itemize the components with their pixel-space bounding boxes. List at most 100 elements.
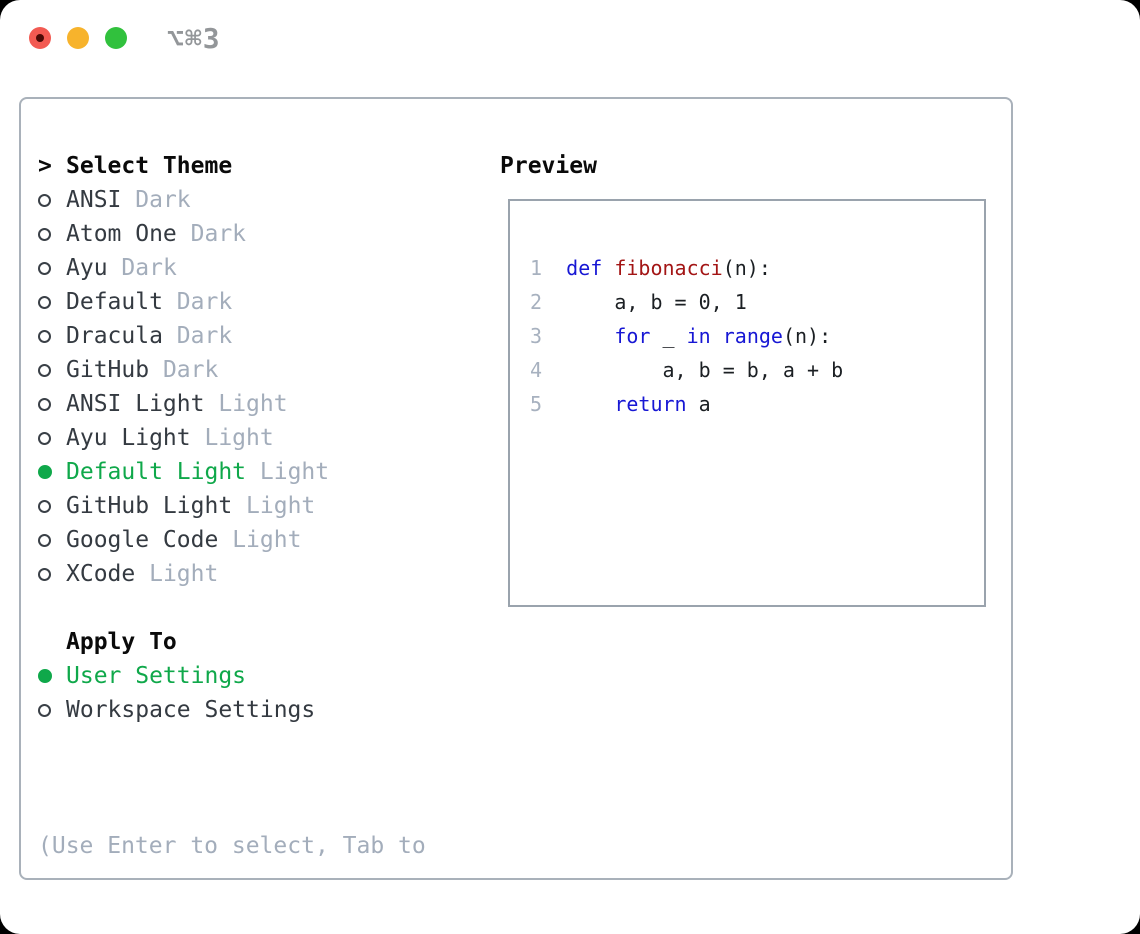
theme-option[interactable]: GitHub Dark <box>38 353 493 387</box>
code-line: 2 a, b = 0, 1 <box>518 285 984 319</box>
keyword-token: in <box>686 324 711 348</box>
theme-option-label: Default Light Light <box>66 459 329 485</box>
minimize-button[interactable] <box>67 27 89 49</box>
radio-unselected-icon <box>38 397 51 411</box>
function-token: fibonacci <box>614 256 723 280</box>
theme-variant: Light <box>246 493 316 519</box>
radio-selected-icon <box>38 465 52 479</box>
theme-name: Default <box>66 289 163 315</box>
keyword-token: range <box>722 324 783 348</box>
line-number: 1 <box>518 256 567 280</box>
radio-marker <box>38 193 66 207</box>
code-line: 1 def fibonacci(n): <box>518 251 984 285</box>
theme-variant: Light <box>204 425 274 451</box>
theme-name: Dracula <box>66 323 163 349</box>
radio-unselected-icon <box>38 567 51 581</box>
apply-to-option[interactable]: User Settings <box>38 659 493 693</box>
radio-marker <box>38 431 66 445</box>
blank-line <box>518 421 984 455</box>
code-preview: 1 def fibonacci(n): 2 a, b = 0, 1 3 for … <box>510 201 984 455</box>
theme-option-label: XCode Light <box>66 561 218 587</box>
radio-marker <box>38 227 66 241</box>
theme-variant: Light <box>218 391 288 417</box>
keyword-token: for <box>614 324 651 348</box>
theme-variant: Dark <box>162 357 219 383</box>
theme-option[interactable]: Ayu Light Light <box>38 421 493 455</box>
select-theme-title: Select Theme <box>66 153 233 179</box>
theme-option[interactable]: GitHub Light Light <box>38 489 493 523</box>
apply-to-header: Apply To <box>38 625 493 659</box>
theme-option[interactable]: ANSI Light Light <box>38 387 493 421</box>
theme-name: Atom One <box>66 221 177 247</box>
code-token: (n): <box>722 256 771 280</box>
theme-option-label: GitHub Light Light <box>66 493 315 519</box>
radio-marker <box>38 329 66 343</box>
radio-marker <box>38 669 66 683</box>
code-token <box>602 256 614 280</box>
prompt-caret-icon: > <box>38 153 52 179</box>
titlebar: ⌥⌘3 <box>0 0 1140 76</box>
theme-name: Ayu Light <box>66 425 191 451</box>
code-line: 5 return a <box>518 387 984 421</box>
theme-option-label: ANSI Dark <box>66 187 191 213</box>
radio-marker <box>38 533 66 547</box>
theme-variant: Dark <box>176 289 233 315</box>
radio-marker <box>38 499 66 513</box>
theme-option[interactable]: Default Light Light <box>38 455 493 489</box>
radio-marker <box>38 703 66 717</box>
radio-unselected-icon <box>38 227 51 241</box>
maximize-button[interactable] <box>105 27 127 49</box>
apply-to-title: Apply To <box>66 629 177 655</box>
theme-option[interactable]: Default Dark <box>38 285 493 319</box>
radio-unselected-icon <box>38 703 51 717</box>
keyword-token: def <box>566 256 603 280</box>
theme-option-label: Dracula Dark <box>66 323 232 349</box>
theme-variant: Dark <box>190 221 247 247</box>
theme-option[interactable]: XCode Light <box>38 557 493 591</box>
apply-to-option-label: User Settings <box>66 663 247 689</box>
radio-marker <box>38 567 66 581</box>
code-token <box>566 324 614 348</box>
theme-option[interactable]: Google Code Light <box>38 523 493 557</box>
theme-variant: Dark <box>121 255 177 281</box>
line-number: 2 <box>518 290 567 314</box>
theme-name: GitHub Light <box>66 493 233 519</box>
theme-name: Ayu <box>66 255 108 281</box>
theme-option-label: Ayu Dark <box>66 255 177 281</box>
code-token: a, b = 0, 1 <box>566 290 747 314</box>
line-number: 5 <box>518 392 567 416</box>
theme-option[interactable]: Atom One Dark <box>38 217 493 251</box>
theme-option[interactable]: Ayu Dark <box>38 251 493 285</box>
code-line: 3 for _ in range(n): <box>518 319 984 353</box>
theme-option[interactable]: Dracula Dark <box>38 319 493 353</box>
theme-variant: Dark <box>176 323 233 349</box>
radio-selected-icon <box>38 669 52 683</box>
theme-option-label: Atom One Dark <box>66 221 246 247</box>
code-token: a, b = b, a + b <box>566 358 844 382</box>
code-token: _ <box>650 324 687 348</box>
close-button[interactable] <box>29 27 51 49</box>
hint-text: (Use Enter to select, Tab to change focu… <box>38 761 493 934</box>
theme-name: ANSI <box>66 187 122 213</box>
radio-marker <box>38 397 66 411</box>
code-token: (n): <box>782 324 832 348</box>
radio-marker <box>38 295 66 309</box>
spacer <box>38 591 493 625</box>
theme-name: XCode <box>66 561 136 587</box>
window-shortcut-label: ⌥⌘3 <box>167 22 221 55</box>
code-token: a <box>686 392 711 416</box>
radio-unselected-icon <box>38 363 51 377</box>
apply-to-option[interactable]: Workspace Settings <box>38 693 493 727</box>
radio-unselected-icon <box>38 499 51 513</box>
radio-unselected-icon <box>38 431 51 445</box>
preview-title: Preview <box>500 153 597 179</box>
theme-option[interactable]: ANSI Dark <box>38 183 493 217</box>
theme-name: ANSI Light <box>66 391 205 417</box>
radio-marker <box>38 465 66 479</box>
theme-variant: Dark <box>135 187 191 213</box>
